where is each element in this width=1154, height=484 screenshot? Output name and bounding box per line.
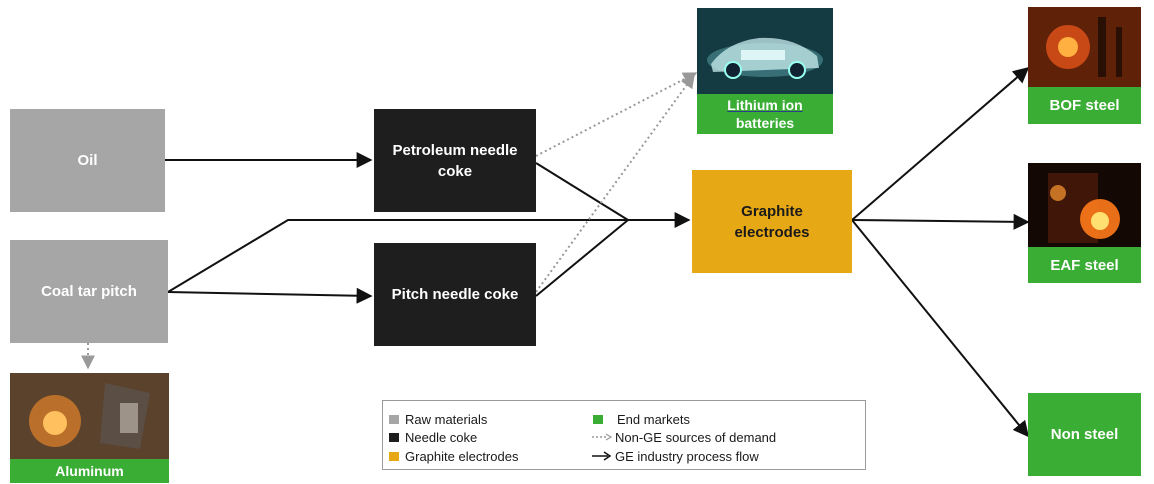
legend-label: End markets — [617, 411, 690, 427]
node-bof-steel: BOF steel — [1028, 87, 1141, 124]
dotted-petroleum-coke-to-batteries — [535, 72, 698, 157]
dotted-arrow-icon — [591, 432, 613, 442]
lithium-ion-label: Lithium ion — [727, 97, 803, 113]
legend-swatch-black — [389, 432, 399, 442]
node-aluminum: Aluminum — [10, 459, 169, 483]
node-pitch-needle-coke: Pitch needle coke — [374, 243, 536, 346]
arrow-graphite-to-bof — [851, 66, 1030, 221]
node-eaf-steel: EAF steel — [1028, 247, 1141, 283]
legend-label: GE industry process flow — [615, 448, 759, 464]
arrow-pitch-to-pitch-coke — [167, 287, 373, 304]
arrow-pitch-to-graphite — [167, 219, 628, 293]
legend-swatch-gold — [389, 451, 399, 461]
legend: Raw materials Needle coke Graphite elect… — [382, 400, 866, 470]
legend-label: Needle coke — [405, 429, 478, 445]
node-oil: Oil — [10, 109, 165, 212]
solid-arrow-icon — [591, 451, 613, 461]
legend-graphite-electrodes: Graphite electrodes — [389, 448, 518, 464]
legend-label: Non-GE sources of demand — [615, 429, 777, 445]
legend-non-ge-demand: Non-GE sources of demand — [591, 429, 776, 445]
node-petroleum-needle-coke: Petroleum needle coke — [374, 109, 536, 212]
arrow-graphite-to-eaf — [851, 213, 1030, 230]
arrow-pitch-coke-to-graphite — [535, 219, 629, 297]
node-coal-tar-pitch: Coal tar pitch — [10, 240, 168, 343]
legend-ge-process-flow: GE industry process flow — [591, 448, 759, 464]
arrow-graphite-to-nonsteel — [851, 219, 1030, 438]
arc-furnace-image — [1028, 163, 1141, 247]
node-graphite-electrodes: Graphite electrodes — [692, 170, 852, 273]
legend-needle-coke: Needle coke — [389, 429, 477, 445]
legend-raw-materials: Raw materials — [389, 411, 487, 427]
legend-swatch-green — [593, 414, 603, 424]
dotted-pitch-coke-to-batteries — [535, 73, 695, 293]
node-non-steel: Non steel — [1028, 393, 1141, 476]
legend-label: Raw materials — [405, 411, 488, 427]
legend-end-markets: End markets — [591, 411, 690, 427]
legend-swatch-gray — [389, 414, 399, 424]
aluminum-smelter-image — [10, 373, 169, 459]
electric-car-image — [697, 8, 833, 94]
node-lithium-ion-batteries: Lithium ion batteries — [697, 94, 833, 134]
legend-label: Graphite electrodes — [405, 448, 519, 464]
arrow-petroleum-coke-to-graphite — [535, 162, 629, 221]
steel-furnace-image — [1028, 7, 1141, 87]
batteries-label: batteries — [735, 115, 795, 131]
